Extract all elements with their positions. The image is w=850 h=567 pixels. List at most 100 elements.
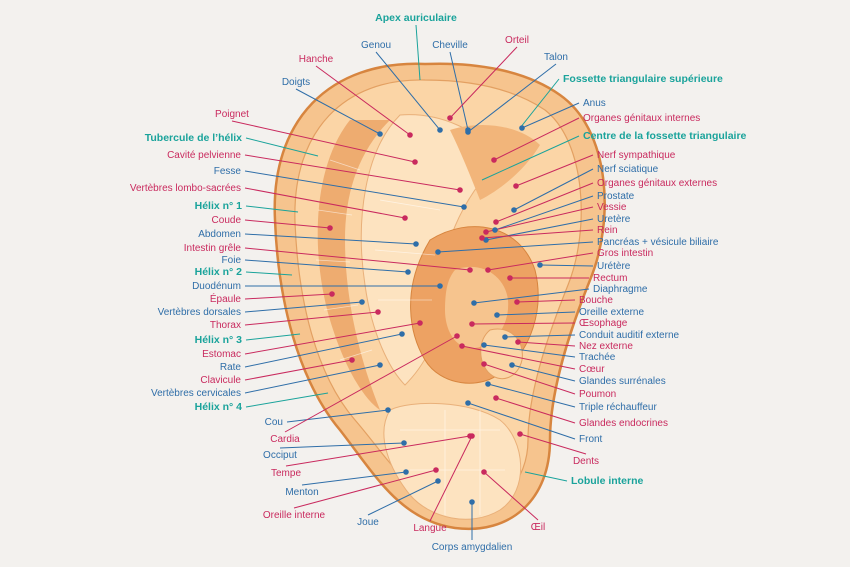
point-bouche — [514, 299, 520, 305]
label-front: Front — [579, 434, 603, 445]
point-vertebres-lombo-sacrees — [402, 215, 408, 221]
leader-conduit-auditif-externe — [504, 334, 576, 338]
leader-talon — [467, 63, 557, 133]
point-menton — [403, 469, 409, 475]
label-poumon: Poumon — [579, 389, 616, 400]
label-abdomen: Abdomen — [198, 229, 241, 240]
leader-poignet — [231, 120, 416, 163]
point-fesse — [461, 204, 467, 210]
leader-joue — [367, 480, 439, 516]
label-foie: Foie — [222, 255, 242, 266]
label-duodenum: Duodénum — [192, 281, 241, 292]
point-organes-genitaux-internes — [491, 157, 497, 163]
label-nerf-sympathique: Nerf sympathique — [597, 150, 676, 161]
label-triple-rechauffeur: Triple réchauffeur — [579, 402, 657, 413]
label-helix-3: Hélix n° 3 — [195, 334, 243, 346]
point-coude — [327, 225, 333, 231]
label-helix-2: Hélix n° 2 — [195, 266, 243, 278]
leader-dents — [519, 433, 587, 455]
leader-tubercule-helix — [245, 137, 319, 157]
point-pancreas — [435, 249, 441, 255]
leader-intestin-grele — [244, 247, 471, 271]
leader-helix-4 — [245, 392, 329, 408]
point-orteil — [447, 115, 453, 121]
leader-cheville — [449, 51, 469, 131]
label-epaule: Épaule — [210, 292, 242, 305]
leader-oreille-interne — [293, 469, 437, 509]
leader-trachee — [483, 344, 576, 358]
label-nez-externe: Nez externe — [579, 341, 633, 352]
leader-oreille-externe — [496, 311, 576, 316]
leader-vessie — [485, 206, 594, 233]
point-coeur — [459, 343, 465, 349]
point-doigts — [377, 131, 383, 137]
point-vessie — [483, 229, 489, 235]
label-tubercule-helix: Tubercule de l’hélix — [145, 132, 242, 144]
leader-nez-externe — [517, 341, 576, 347]
label-cardia: Cardia — [270, 434, 300, 445]
point-cou — [385, 407, 391, 413]
point-joue — [435, 478, 441, 484]
point-thorax — [375, 309, 381, 315]
leader-vertebres-cervicales — [244, 364, 381, 394]
point-rein — [479, 235, 485, 241]
leader-cou — [286, 409, 389, 423]
label-coude: Coude — [212, 215, 242, 226]
point-langue — [469, 433, 475, 439]
ear-concha-inner — [445, 266, 509, 349]
point-oreille-interne — [433, 467, 439, 473]
leader-bouche — [516, 299, 576, 303]
point-estomac — [417, 320, 423, 326]
leader-triple-rechauffeur — [487, 383, 576, 408]
leader-anus — [521, 102, 580, 129]
point-organes-genitaux-externes — [493, 219, 499, 225]
point-triple-rechauffeur — [485, 381, 491, 387]
leader-apex-auriculaire — [415, 24, 421, 81]
leader-doigts — [295, 88, 381, 135]
leader-clavicule — [244, 359, 353, 381]
label-oesophage: Œsophage — [579, 318, 628, 329]
label-pancreas: Pancréas + vésicule biliaire — [597, 237, 719, 248]
label-lobule-interne: Lobule interne — [571, 475, 643, 487]
point-rectum — [507, 275, 513, 281]
leader-cavite-pelvienne — [244, 154, 461, 191]
point-clavicule — [349, 357, 355, 363]
point-markers — [327, 115, 543, 505]
point-nez-externe — [515, 339, 521, 345]
leader-epaule — [244, 293, 333, 300]
leader-vertebres-dorsales — [244, 301, 363, 313]
point-vertebres-cervicales — [377, 362, 383, 368]
leader-glandes-surrenales — [511, 364, 576, 382]
label-menton: Menton — [285, 487, 318, 498]
leader-abdomen — [244, 233, 417, 245]
label-oreille-externe: Oreille externe — [579, 307, 644, 318]
label-occiput: Occiput — [263, 450, 297, 461]
point-nerf-sciatique — [511, 207, 517, 213]
point-dents — [517, 431, 523, 437]
point-duodenum — [437, 283, 443, 289]
label-trachee: Trachée — [579, 352, 616, 363]
label-nerf-sciatique: Nerf sciatique — [597, 164, 659, 175]
leader-coude — [244, 219, 331, 229]
label-anus: Anus — [583, 98, 606, 109]
point-rate — [399, 331, 405, 337]
leader-helix-3 — [245, 333, 301, 341]
leader-oeil — [483, 471, 539, 521]
label-cavite-pelvienne: Cavité pelvienne — [167, 150, 241, 161]
leader-tempe — [285, 435, 471, 467]
label-rein: Rein — [597, 225, 618, 236]
point-nerf-sympathique — [513, 183, 519, 189]
leader-thorax — [244, 311, 379, 326]
leader-glandes-endocrines — [495, 397, 576, 424]
point-front — [465, 400, 471, 406]
label-conduit-auditif-externe: Conduit auditif externe — [579, 330, 680, 341]
label-talon: Talon — [544, 52, 568, 63]
point-occiput — [401, 440, 407, 446]
label-organes-genitaux-internes: Organes génitaux internes — [583, 113, 700, 124]
point-abdomen — [413, 241, 419, 247]
label-cou: Cou — [265, 417, 283, 428]
leader-nerf-sciatique — [513, 168, 594, 211]
point-poignet — [412, 159, 418, 165]
